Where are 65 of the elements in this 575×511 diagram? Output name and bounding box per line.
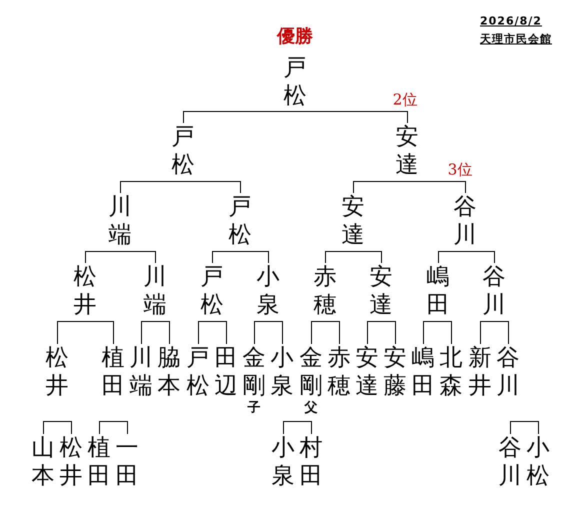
player-name: 金剛 (299, 344, 323, 400)
bracket-line (510, 421, 539, 434)
bracket-line (120, 181, 241, 194)
player-name: 金剛 (242, 344, 266, 400)
player-name: 山本 (31, 434, 55, 490)
champion-label: 優勝 (277, 28, 313, 46)
player-name: 小泉 (271, 434, 295, 490)
date-label: 2026/8/2 (480, 16, 542, 26)
player-name: 松井 (45, 344, 69, 400)
player-name: 川端 (108, 193, 132, 249)
note-label: 父 (304, 402, 318, 414)
bracket-line (353, 181, 466, 194)
player-name: 戸松 (171, 123, 195, 179)
bracket-line (423, 321, 452, 344)
bracket-line (141, 321, 170, 344)
player-name: 植田 (87, 434, 111, 490)
player-name: 赤穂 (313, 263, 337, 319)
bracket-line (480, 321, 509, 344)
player-name: 谷川 (496, 344, 520, 400)
player-name: 川端 (129, 344, 153, 400)
rank-label: 3位 (448, 162, 472, 178)
player-name: 安達 (369, 263, 393, 319)
player-name: 小松 (526, 434, 550, 490)
player-name: 嶋田 (426, 263, 450, 319)
player-name: 川端 (143, 263, 167, 319)
rank-label: 2位 (392, 92, 418, 108)
player-name: 小泉 (256, 263, 280, 319)
player-name: 植田 (101, 344, 125, 400)
player-name: 安達 (395, 123, 419, 179)
bracket-line (198, 321, 227, 344)
player-name: 松井 (73, 263, 97, 319)
bracket-line (311, 321, 340, 344)
player-name: 谷川 (453, 193, 477, 249)
bracket-line (438, 251, 495, 264)
player-name: 脇本 (157, 344, 181, 400)
player-name: 谷川 (498, 434, 522, 490)
bracket-line (183, 111, 408, 124)
player-name: 安達 (341, 193, 365, 249)
player-name: 戸松 (228, 193, 252, 249)
player-name: 一田 (115, 434, 139, 490)
bracket-line (254, 321, 283, 344)
player-name: 松井 (59, 434, 83, 490)
player-name: 戸松 (283, 54, 307, 110)
player-name: 安藤 (383, 344, 407, 400)
player-name: 谷川 (482, 263, 506, 319)
bracket-line (43, 421, 72, 434)
bracket-line (283, 421, 312, 434)
player-name: 新井 (468, 344, 492, 400)
bracket-line (325, 251, 382, 264)
player-name: 赤穂 (327, 344, 351, 400)
bracket-line (99, 421, 128, 434)
player-name: 戸松 (186, 344, 210, 400)
note-label: 子 (248, 402, 260, 414)
player-name: 嶋田 (411, 344, 435, 400)
bracket-line (212, 251, 269, 264)
player-name: 小泉 (270, 344, 294, 400)
player-name: 安達 (355, 344, 379, 400)
player-name: 北森 (439, 344, 463, 400)
bracket-line (367, 321, 396, 344)
player-name: 村田 (299, 434, 323, 490)
player-name: 戸松 (200, 263, 224, 319)
bracket-line (57, 321, 114, 344)
bracket-line (85, 251, 156, 264)
player-name: 田辺 (214, 344, 238, 400)
venue-label: 天理市民会館 (480, 34, 552, 44)
